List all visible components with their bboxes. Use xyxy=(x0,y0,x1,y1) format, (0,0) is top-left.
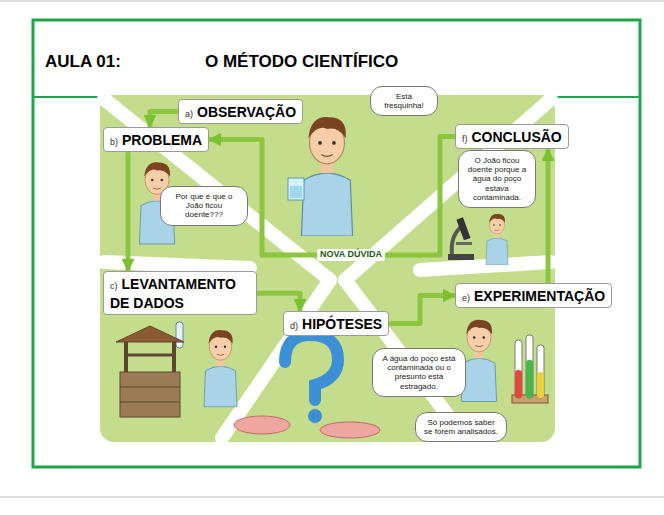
flow-arrow xyxy=(389,296,455,324)
microscope xyxy=(448,217,474,260)
step-letter: e) xyxy=(462,293,470,303)
page-rule xyxy=(0,1,664,2)
flow-arrow xyxy=(150,112,178,127)
step-letter: c) xyxy=(110,281,118,291)
page-title: O MÉTODO CIENTÍFICO xyxy=(205,52,398,72)
slide-frame xyxy=(33,20,640,467)
water-glass xyxy=(288,178,304,200)
question-mark xyxy=(285,335,338,400)
step-name: EXPERIMENTAÇÃO xyxy=(474,288,605,304)
stage-label-box: e) EXPERIMENTAÇÃO xyxy=(455,283,612,308)
step-name: CONCLUSÃO xyxy=(472,129,562,145)
stage-label-box: c)LEVANTAMENTO DE DADOS xyxy=(103,271,257,315)
title-divider xyxy=(33,96,100,98)
title-divider xyxy=(555,96,640,98)
thought-bubble: Por que é que o João ficou doente??? xyxy=(160,186,248,226)
ham-slice xyxy=(320,422,380,438)
step-name: PROBLEMA xyxy=(122,132,202,148)
step-name: HIPÓTESES xyxy=(302,316,382,332)
flow-arrow xyxy=(257,293,300,311)
panel-dividers xyxy=(104,99,551,438)
speech-bubble: A água do poço está contaminada ou o pre… xyxy=(372,348,466,397)
flow-arrow xyxy=(126,152,131,271)
lesson-label: AULA 01: xyxy=(45,52,121,72)
ham-slice xyxy=(234,416,290,434)
stage-label-box: a) OBSERVAÇÃO xyxy=(178,99,303,124)
step-letter: d) xyxy=(290,321,298,331)
stage-label-box: d) HIPÓTESES xyxy=(283,311,389,336)
step-letter: f) xyxy=(462,134,468,144)
test-tube xyxy=(176,322,183,348)
boy-figure xyxy=(204,330,237,407)
boy-figure xyxy=(461,320,496,402)
page-rule xyxy=(0,497,664,498)
stage-label-box: b) PROBLEMA xyxy=(103,127,209,152)
question-mark-dot xyxy=(308,409,322,423)
speech-bubble: Está fresquinha! xyxy=(370,86,438,116)
boy-figure xyxy=(486,214,508,265)
well xyxy=(116,326,184,417)
speech-bubble: Só podemos saber se forem analisados. xyxy=(415,412,507,442)
test-tube-rack xyxy=(512,335,548,403)
step-letter: a) xyxy=(185,109,193,119)
boy-figure xyxy=(301,117,352,236)
step-name: OBSERVAÇÃO xyxy=(197,104,296,120)
step-letter: b) xyxy=(110,137,118,147)
speech-bubble: O João ficou doente porque a água do poç… xyxy=(458,150,536,208)
stage-label-box: f) CONCLUSÃO xyxy=(455,124,569,149)
arrow-label: NOVA DÚVIDA xyxy=(317,249,385,260)
flow-arrow xyxy=(546,149,551,283)
water xyxy=(290,186,302,198)
step-name: LEVANTAMENTO DE DADOS xyxy=(110,276,236,311)
